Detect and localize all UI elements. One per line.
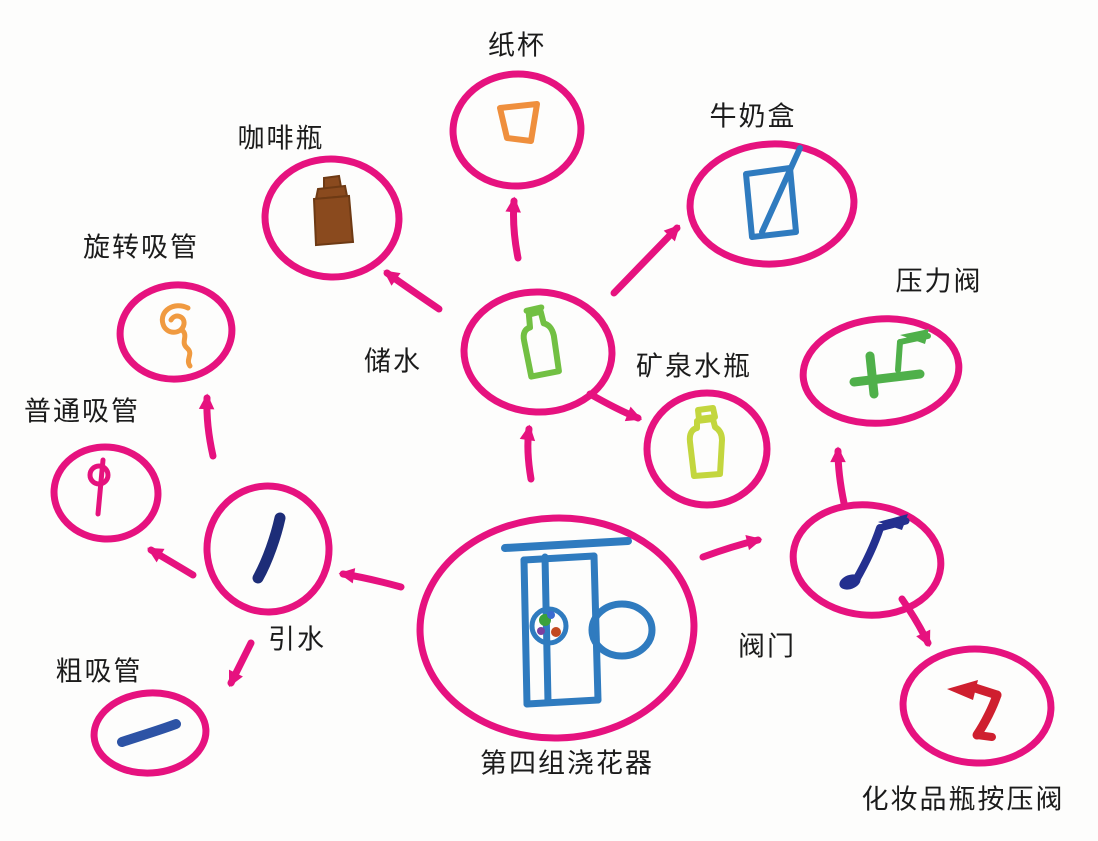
circle-plain-straw (50, 443, 162, 543)
label-water-storage: 储水 (364, 346, 422, 377)
circle-mineral-bottle (643, 389, 771, 509)
plain-straw-icon (87, 457, 111, 517)
arrow-center-to-valve (699, 535, 763, 561)
node-circles (50, 70, 1055, 777)
circle-coffee-bottle (261, 155, 403, 281)
circle-pressure-valve (799, 315, 963, 427)
pressure-valve-icon (849, 329, 931, 399)
mineral-bottle-icon (686, 405, 725, 479)
watering-can-icon (501, 537, 656, 708)
circle-water-guide (203, 482, 333, 616)
green-bottle-icon (520, 304, 562, 380)
label-coffee-bottle: 咖啡瓶 (237, 123, 325, 154)
label-cosmetic-press-valve: 化妆品瓶按压阀 (861, 784, 1065, 815)
arrow-valve-to-pressure (830, 446, 848, 507)
circle-thick-straw (90, 689, 210, 777)
label-milk-carton: 牛奶盒 (709, 101, 797, 132)
circle-milk-carton (686, 140, 858, 268)
spiral-straw-icon (159, 303, 193, 369)
circle-rotating-straw (116, 281, 236, 383)
arrow-storage-to-papercup (505, 196, 522, 262)
press-valve-icon (947, 680, 1002, 741)
label-pressure-valve: 压力阀 (895, 266, 983, 297)
circle-center (416, 514, 698, 742)
arrow-center-to-guide (338, 568, 405, 591)
label-rotating-straw: 旋转吸管 (83, 232, 199, 263)
label-valve: 阀门 (738, 631, 796, 662)
label-water-guide: 引水 (268, 624, 326, 655)
label-mineral-water-bottle: 矿泉水瓶 (636, 351, 752, 382)
arrow-guide-to-spiral (198, 393, 217, 460)
circle-paper-cup (449, 70, 585, 190)
label-center: 第四组浇花器 (480, 748, 654, 779)
label-plain-straw: 普通吸管 (24, 396, 140, 427)
circle-cosmetic-valve (899, 645, 1055, 767)
valve-icon (839, 514, 910, 590)
arrow-guide-to-plain (147, 546, 197, 579)
arrow-storage-to-milk (610, 224, 681, 297)
circle-valve (789, 501, 945, 619)
coffee-bottle-icon (312, 174, 355, 247)
arrow-valve-to-cosmetic (898, 595, 932, 648)
arrow-guide-to-thick (227, 639, 255, 687)
label-thick-straw: 粗吸管 (55, 656, 143, 687)
milk-carton-icon (743, 145, 803, 240)
paper-cup-icon (497, 101, 540, 144)
thick-straw-icon (117, 719, 181, 747)
arrow-storage-to-mineral (586, 390, 643, 422)
arrows-layer (147, 196, 932, 687)
arrow-center-to-storage (519, 424, 536, 483)
circle-water-storage (460, 288, 616, 416)
label-paper-cup: 纸杯 (488, 30, 546, 61)
arrow-storage-to-coffee (383, 269, 443, 313)
stick-icon (252, 512, 286, 584)
